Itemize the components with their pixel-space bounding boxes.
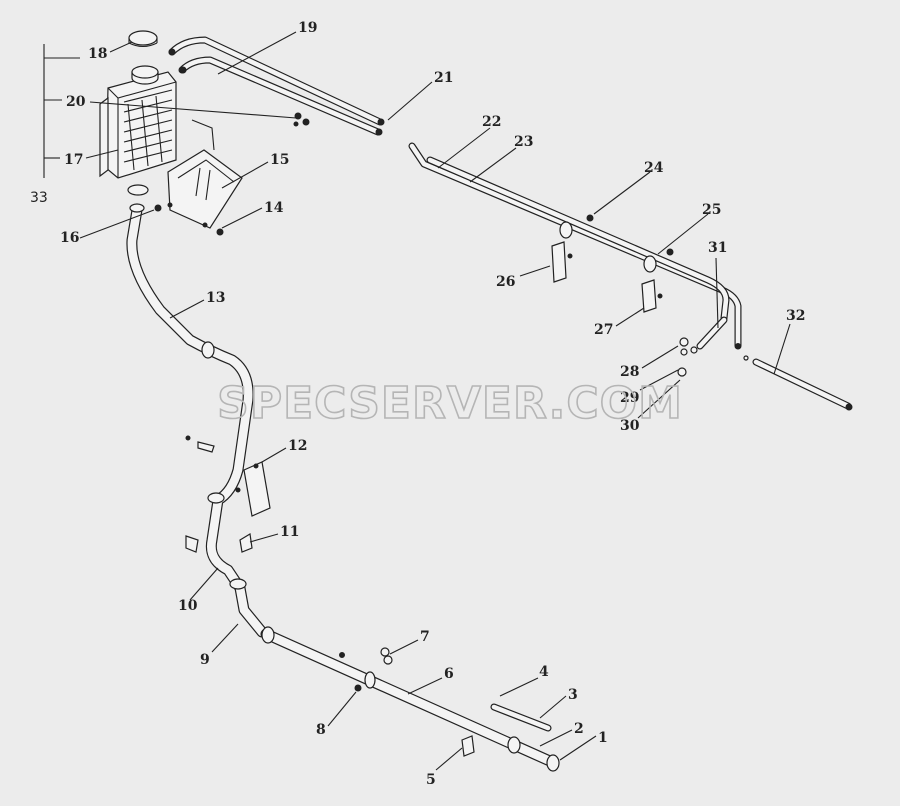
callout-10: 10 bbox=[178, 598, 198, 614]
bracket-24 bbox=[559, 214, 594, 239]
fitting-31 bbox=[696, 316, 728, 350]
bracket-27 bbox=[641, 279, 663, 313]
callout-11: 11 bbox=[280, 524, 299, 540]
tank-cap bbox=[128, 30, 158, 48]
callout-32: 32 bbox=[786, 308, 805, 324]
callout-25: 25 bbox=[702, 202, 721, 218]
callout-6: 6 bbox=[444, 666, 454, 682]
callout-2: 2 bbox=[574, 721, 584, 737]
callout-16: 16 bbox=[60, 230, 79, 246]
callout-1: 1 bbox=[598, 730, 608, 746]
tank-outlet-fitting bbox=[127, 184, 149, 196]
callout-26: 26 bbox=[496, 274, 515, 290]
lower-pipe bbox=[260, 626, 560, 772]
pipe-32 bbox=[743, 355, 853, 411]
callout-19: 19 bbox=[298, 20, 317, 36]
callout-5: 5 bbox=[426, 772, 436, 788]
pipe-part-3 bbox=[490, 703, 552, 732]
callout-28: 28 bbox=[620, 364, 639, 380]
bolt-8 bbox=[354, 684, 362, 692]
callout-30: 30 bbox=[620, 418, 640, 434]
callout-15: 15 bbox=[270, 152, 289, 168]
bracket-25 bbox=[551, 241, 573, 283]
clip-5 bbox=[461, 735, 475, 757]
callout-3: 3 bbox=[568, 687, 578, 703]
callout-13: 13 bbox=[206, 290, 225, 306]
callout-12: 12 bbox=[288, 438, 307, 454]
fittings-28-30 bbox=[677, 337, 698, 377]
watermark-text: SPECSERVER.COM bbox=[217, 378, 683, 429]
right-line-assembly bbox=[408, 142, 742, 350]
clamp-7 bbox=[380, 647, 393, 665]
callout-17: 17 bbox=[64, 152, 83, 168]
leader-lines bbox=[43, 31, 791, 771]
callout-7: 7 bbox=[420, 629, 430, 645]
callout-labels: 1 2 3 4 5 6 7 8 9 10 11 12 13 14 15 16 1… bbox=[30, 20, 805, 788]
callout-8: 8 bbox=[316, 722, 326, 738]
callout-21: 21 bbox=[434, 70, 453, 86]
callout-4: 4 bbox=[539, 664, 549, 680]
clip-11 bbox=[185, 533, 253, 553]
callout-33: 33 bbox=[30, 190, 48, 206]
callout-20: 20 bbox=[66, 94, 86, 110]
callout-24: 24 bbox=[644, 160, 664, 176]
callout-14: 14 bbox=[264, 200, 284, 216]
upper-hose-pair bbox=[168, 36, 385, 136]
bracket-12 bbox=[185, 435, 271, 517]
expansion-tank bbox=[99, 65, 177, 179]
tank-bracket bbox=[167, 119, 243, 229]
callout-31: 31 bbox=[708, 240, 727, 256]
bracket-26 bbox=[643, 248, 674, 273]
callout-18: 18 bbox=[88, 46, 107, 62]
callout-29: 29 bbox=[620, 390, 639, 406]
callout-9: 9 bbox=[200, 652, 210, 668]
callout-23: 23 bbox=[514, 134, 533, 150]
small-clips bbox=[154, 112, 310, 236]
callout-27: 27 bbox=[594, 322, 613, 338]
callout-22: 22 bbox=[482, 114, 501, 130]
main-coolant-hose bbox=[126, 203, 268, 638]
